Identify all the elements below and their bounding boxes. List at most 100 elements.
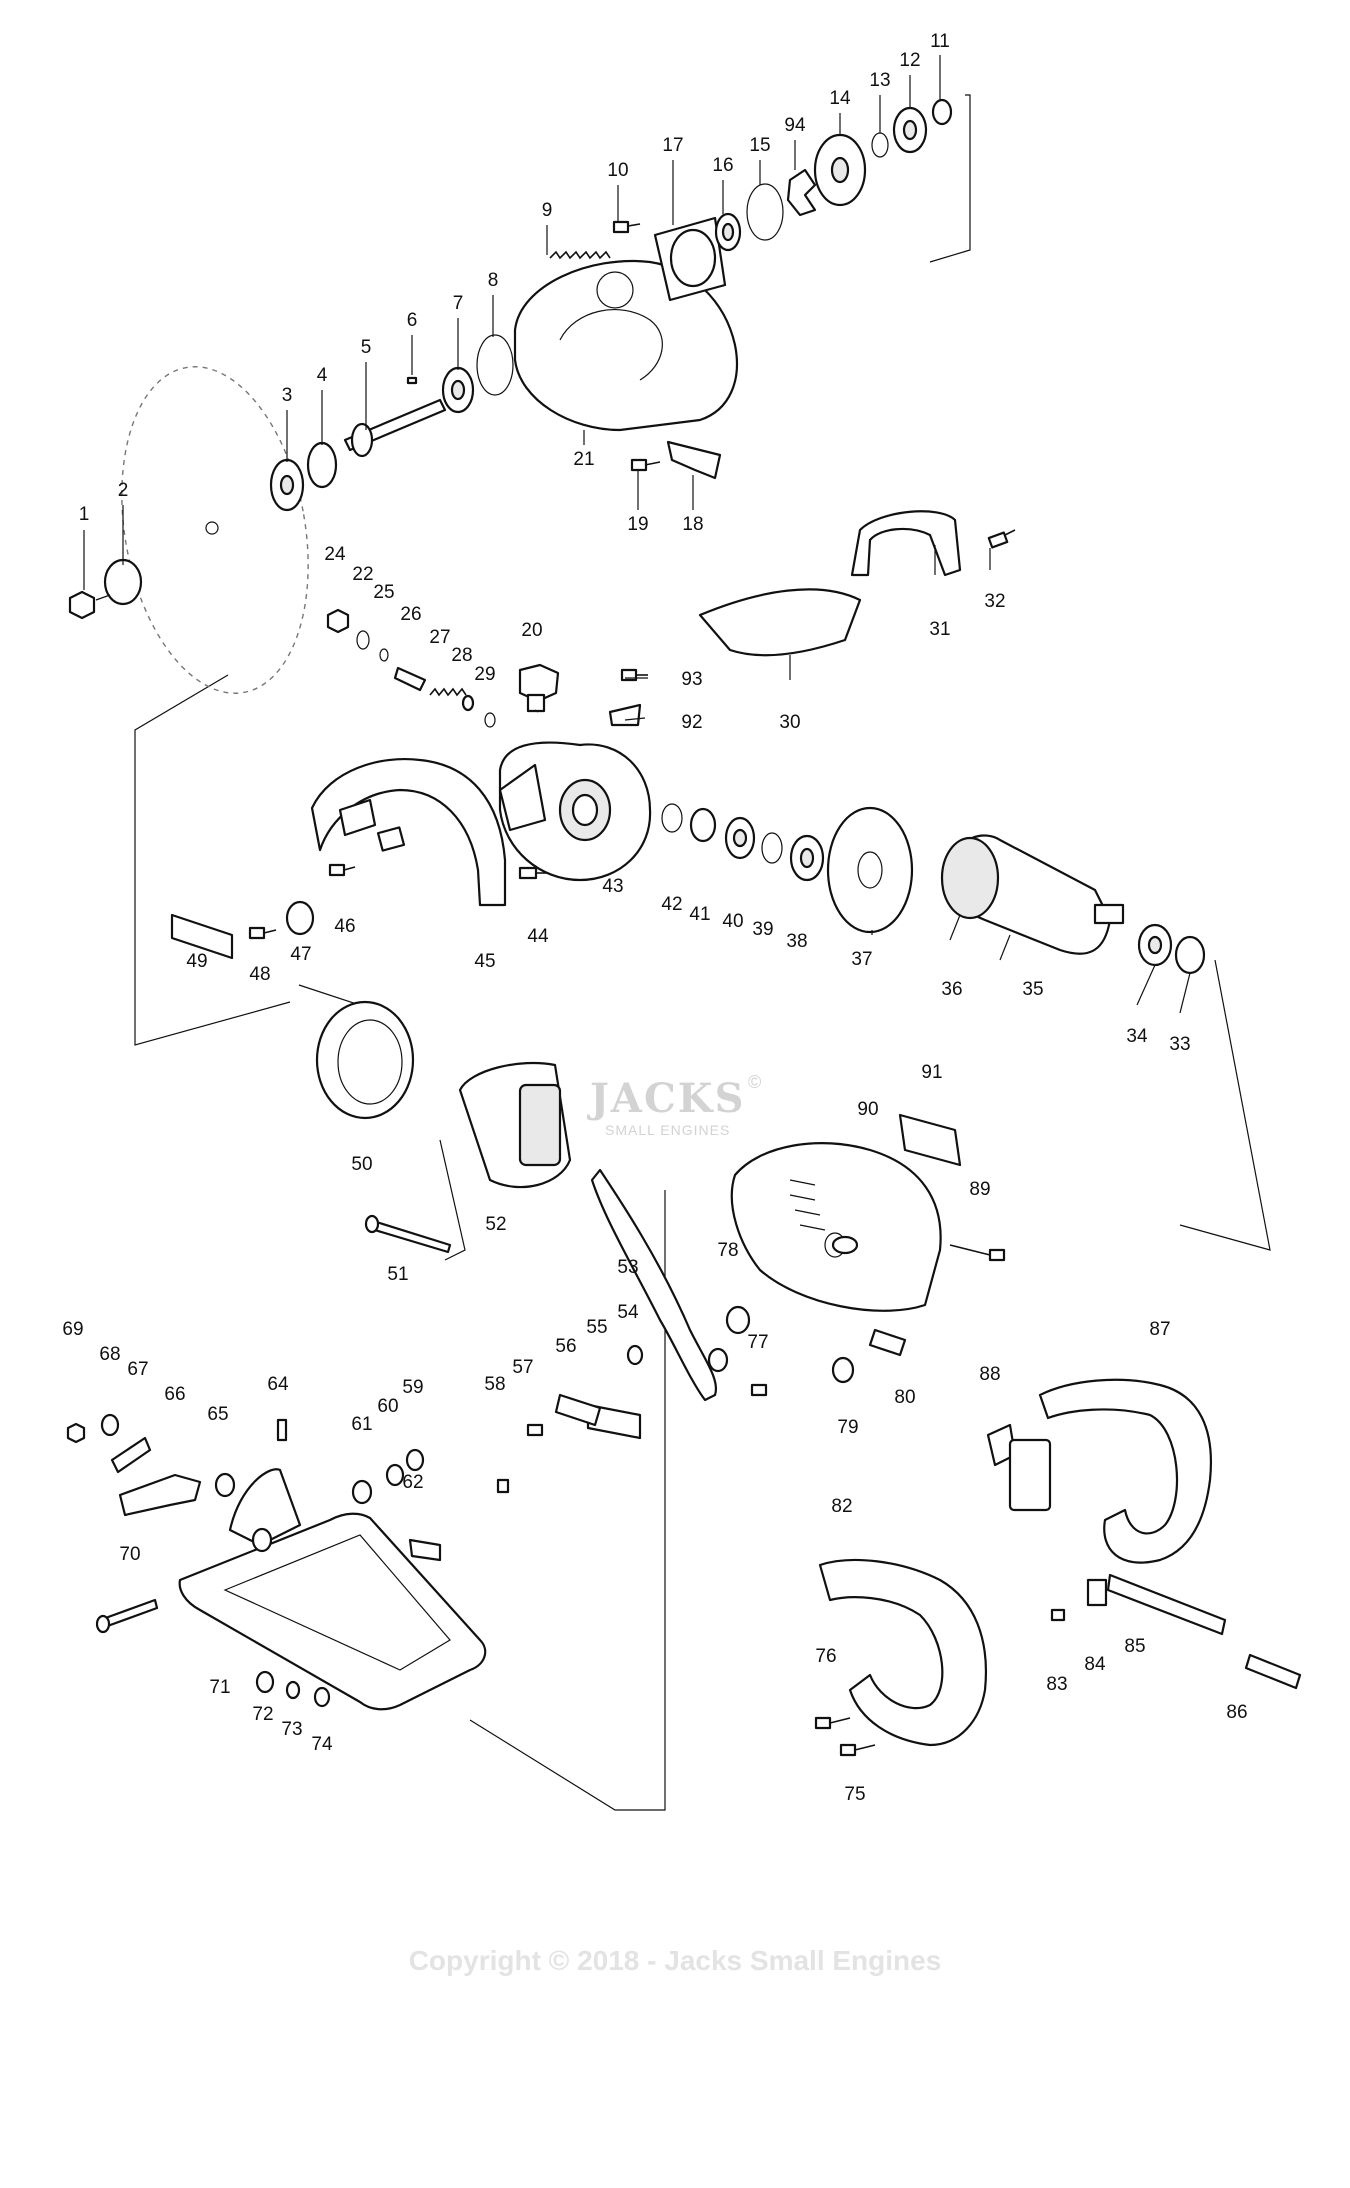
callout-82: 82 — [831, 1496, 852, 1517]
watermark-brand: JACKS — [587, 1075, 745, 1122]
callout-59: 59 — [402, 1377, 423, 1398]
callout-92: 92 — [681, 712, 702, 733]
callout-50: 50 — [351, 1154, 372, 1175]
callout-22: 22 — [352, 564, 373, 585]
callout-8: 8 — [488, 270, 499, 291]
handle-cover-group — [698, 510, 1016, 657]
callout-60: 60 — [377, 1396, 398, 1417]
callout-80: 80 — [894, 1387, 915, 1408]
callout-42: 42 — [661, 894, 682, 915]
callout-20: 20 — [521, 620, 542, 641]
callout-73: 73 — [281, 1719, 302, 1740]
callout-30: 30 — [779, 712, 800, 733]
callout-94: 94 — [784, 115, 806, 136]
callout-64: 64 — [267, 1374, 289, 1395]
motor-housing-group — [315, 1000, 1006, 1312]
callout-3: 3 — [282, 385, 293, 406]
callout-45: 45 — [474, 951, 495, 972]
copyright-notice: Copyright © 2018 - Jacks Small Engines — [408, 1945, 942, 1976]
callout-18: 18 — [682, 514, 703, 535]
callout-10: 10 — [607, 160, 628, 181]
callout-12: 12 — [899, 50, 920, 71]
callout-65: 65 — [207, 1404, 228, 1425]
callout-83: 83 — [1046, 1674, 1067, 1695]
armature-group — [940, 834, 1206, 975]
callout-26: 26 — [400, 604, 421, 625]
base-plate-group — [66, 1413, 510, 1711]
callout-77: 77 — [747, 1332, 768, 1353]
callout-32: 32 — [984, 591, 1005, 612]
callout-41: 41 — [689, 904, 710, 925]
lower-guard-group — [170, 758, 507, 960]
callout-68: 68 — [99, 1344, 120, 1365]
callout-43: 43 — [602, 876, 623, 897]
callout-14: 14 — [829, 88, 851, 109]
callout-38: 38 — [786, 931, 807, 952]
callout-72: 72 — [252, 1704, 273, 1725]
callout-16: 16 — [712, 155, 733, 176]
callout-21: 21 — [573, 449, 594, 470]
callout-75: 75 — [844, 1784, 865, 1805]
callout-53: 53 — [617, 1257, 638, 1278]
callout-84: 84 — [1084, 1654, 1106, 1675]
saw-blade-outline — [121, 366, 309, 694]
callout-93: 93 — [681, 669, 702, 690]
callout-52: 52 — [485, 1214, 506, 1235]
leader-lines — [83, 55, 1191, 1014]
callout-85: 85 — [1124, 1636, 1145, 1657]
callout-78: 78 — [717, 1240, 738, 1261]
callout-91: 91 — [921, 1062, 942, 1083]
callout-34: 34 — [1126, 1026, 1148, 1047]
gear-housing-group — [326, 608, 914, 934]
callout-69: 69 — [62, 1319, 83, 1340]
callout-79: 79 — [837, 1417, 858, 1438]
callout-66: 66 — [164, 1384, 185, 1405]
callout-70: 70 — [119, 1544, 140, 1565]
link-arm-group — [526, 1168, 907, 1440]
callout-11: 11 — [930, 31, 950, 52]
callout-35: 35 — [1022, 979, 1043, 1000]
callout-19: 19 — [627, 514, 648, 535]
callout-58: 58 — [484, 1374, 505, 1395]
callout-89: 89 — [969, 1179, 990, 1200]
callout-15: 15 — [749, 135, 770, 156]
upper-guard-group — [68, 98, 953, 620]
callout-61: 61 — [351, 1414, 372, 1435]
callout-44: 44 — [527, 926, 549, 947]
watermark-registered: © — [748, 1072, 761, 1092]
callout-86: 86 — [1226, 1702, 1247, 1723]
watermark-logo: JACKS © SMALL ENGINES — [587, 1072, 761, 1138]
callout-5: 5 — [361, 337, 372, 358]
callout-1: 1 — [79, 504, 90, 525]
callout-4: 4 — [317, 365, 328, 386]
callout-67: 67 — [127, 1359, 148, 1380]
callout-7: 7 — [453, 293, 464, 314]
callout-27: 27 — [429, 627, 450, 648]
callout-33: 33 — [1169, 1034, 1190, 1055]
callout-36: 36 — [941, 979, 962, 1000]
callout-87: 87 — [1149, 1319, 1170, 1340]
callout-6: 6 — [407, 310, 418, 331]
callout-74: 74 — [311, 1734, 333, 1755]
callout-29: 29 — [474, 664, 495, 685]
callout-56: 56 — [555, 1336, 576, 1357]
part-callouts: 1 2 3 4 5 6 7 8 9 10 11 12 13 14 15 16 1… — [62, 31, 1247, 1805]
callout-13: 13 — [869, 70, 890, 91]
callout-9: 9 — [542, 200, 553, 221]
callout-37: 37 — [851, 949, 872, 970]
callout-88: 88 — [979, 1364, 1000, 1385]
callout-49: 49 — [186, 951, 207, 972]
callout-46: 46 — [334, 916, 355, 937]
callout-39: 39 — [752, 919, 773, 940]
callout-76: 76 — [815, 1646, 836, 1667]
callout-47: 47 — [290, 944, 311, 965]
watermark-tagline: SMALL ENGINES — [605, 1122, 730, 1138]
callout-17: 17 — [662, 135, 683, 156]
callout-40: 40 — [722, 911, 743, 932]
callout-28: 28 — [451, 645, 472, 666]
callout-2: 2 — [118, 480, 129, 501]
callout-54: 54 — [617, 1302, 639, 1323]
callout-51: 51 — [387, 1264, 408, 1285]
callout-24: 24 — [324, 544, 346, 565]
